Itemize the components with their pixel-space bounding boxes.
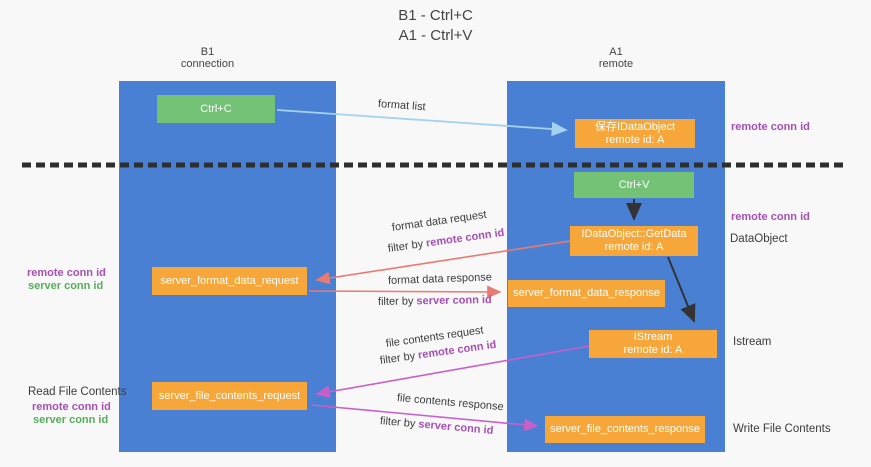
node-istream-line1: IStream: [633, 331, 673, 343]
node-ctrl-c: Ctrl+C: [157, 95, 275, 123]
filter-prefix: filter by: [377, 295, 417, 308]
node-server-file-contents-response-label: server_file_contents_response: [550, 423, 700, 435]
flow-filter-format-data-response: filter by server conn id: [378, 294, 492, 308]
annotation-left-remote-conn-id-2: remote conn id: [32, 401, 111, 413]
node-server-format-data-request-label: server_format_data_request: [160, 274, 299, 287]
format-data-response-arrow: [308, 285, 502, 299]
diagram-title: B1 - Ctrl+C A1 - Ctrl+V: [0, 6, 871, 46]
node-save-idataobject-line2: remote id: A: [605, 133, 665, 146]
annotation-write-file-contents: Write File Contents: [733, 423, 831, 435]
lane-a1-name: A1: [609, 46, 623, 58]
flow-label-file-contents-response: file contents response: [396, 392, 505, 414]
node-server-format-data-request: server_format_data_request: [152, 267, 307, 295]
flow-label-format-data-response: format data response: [387, 271, 493, 287]
annotation-left-server-conn-id-1: server conn id: [28, 280, 104, 292]
lane-header-a1-remote: A1 remote: [507, 46, 725, 70]
node-server-format-data-response-label: server_format_data_response: [513, 287, 660, 299]
node-server-file-contents-request-label: server_file_contents_request: [158, 389, 301, 402]
lane-header-b1-connection: B1 connection: [99, 46, 316, 70]
node-save-idataobject: 保存IDataObject remote id: A: [575, 119, 695, 148]
node-istream-line2: remote id: A: [623, 344, 683, 356]
flow-label-format-list: format list: [377, 98, 426, 114]
filter-prefix: filter by: [379, 349, 419, 367]
node-idataobject-getdata: IDataObject::GetData remote id: A: [570, 226, 698, 256]
title-line-1: B1 - Ctrl+C: [398, 7, 473, 24]
node-server-file-contents-response: server_file_contents_response: [545, 416, 705, 443]
flow-filter-file-contents-response: filter by server conn id: [379, 415, 493, 437]
node-server-file-contents-request: server_file_contents_request: [152, 382, 307, 410]
filter-conn-id: remote conn id: [425, 226, 506, 250]
annotation-read-file-contents: Read File Contents: [28, 386, 127, 398]
filter-prefix: filter by: [379, 415, 419, 431]
annotation-left-server-conn-id-2: server conn id: [33, 414, 109, 426]
node-save-idataobject-line1: 保存IDataObject: [594, 120, 676, 133]
filter-conn-id: server conn id: [417, 418, 494, 437]
annotation-istream: Istream: [733, 336, 772, 348]
filter-conn-id: server conn id: [416, 294, 492, 308]
node-server-format-data-response: server_format_data_response: [508, 280, 665, 307]
title-line-2: A1 - Ctrl+V: [398, 27, 473, 44]
annotation-remote-conn-id-top: remote conn id: [731, 121, 810, 133]
lane-b1-subtitle: connection: [180, 58, 235, 70]
node-ctrl-v: Ctrl+V: [574, 172, 694, 198]
filter-prefix: filter by: [387, 237, 427, 255]
lane-b1-name: B1: [200, 46, 215, 58]
node-idataobject-getdata-line2: remote id: A: [604, 241, 664, 253]
annotation-remote-conn-id-mid: remote conn id: [731, 211, 810, 223]
node-ctrl-v-label: Ctrl+V: [618, 178, 650, 191]
node-istream: IStream remote id: A: [589, 330, 717, 358]
lane-a1-subtitle: remote: [598, 58, 634, 70]
annotation-left-remote-conn-id-1: remote conn id: [27, 267, 106, 279]
node-ctrl-c-label: Ctrl+C: [200, 102, 232, 115]
node-idataobject-getdata-line1: IDataObject::GetData: [581, 228, 687, 240]
annotation-dataobject: DataObject: [730, 233, 788, 245]
